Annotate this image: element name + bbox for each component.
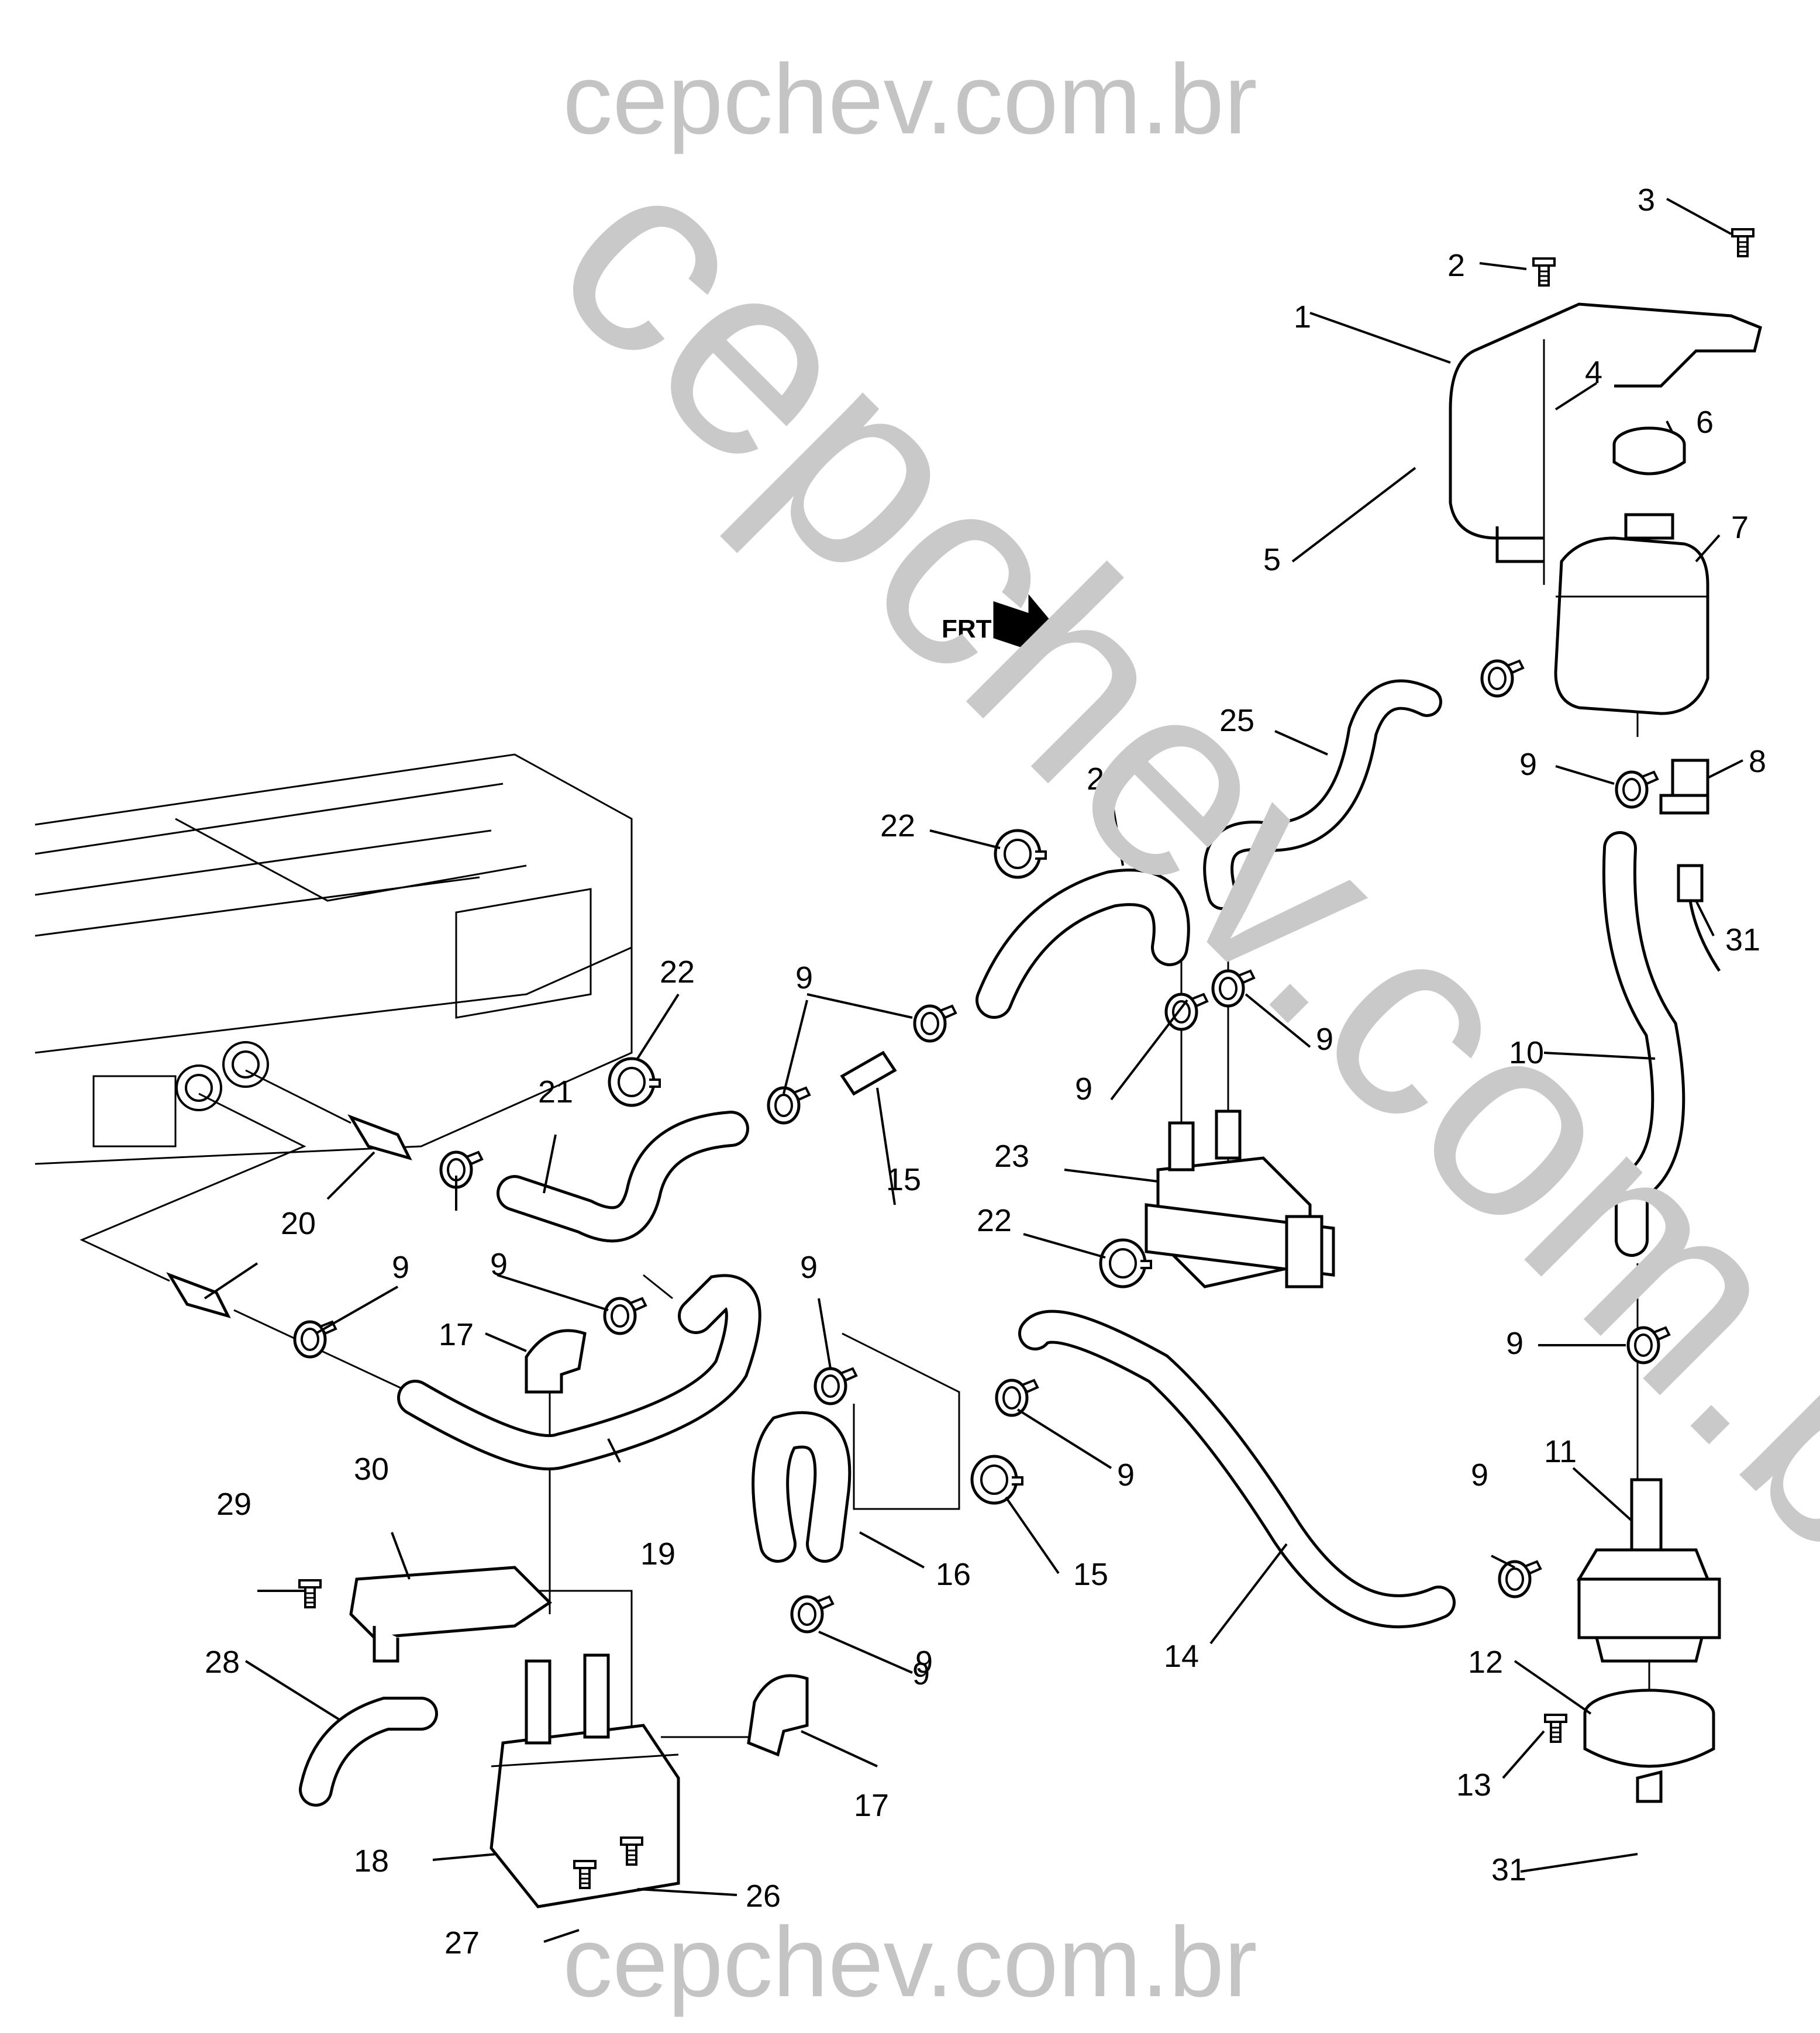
callout-11: 11	[1544, 1434, 1577, 1469]
callout-15-a: 15	[886, 1162, 921, 1197]
callout-15-b: 15	[1073, 1557, 1108, 1592]
callout-28: 28	[205, 1645, 240, 1680]
elbow-17-lower	[747, 1674, 809, 1757]
callout-23: 23	[994, 1139, 1029, 1174]
callout-9-c: 9	[1316, 1022, 1333, 1057]
quick-connector-20-lower	[166, 1272, 231, 1318]
callout-9-a: 9	[1519, 747, 1537, 782]
reservoir-bracket	[1449, 302, 1762, 563]
callout-20: 20	[281, 1206, 316, 1241]
callout-24: 24	[1087, 761, 1122, 797]
callout-16: 16	[936, 1557, 971, 1592]
callout-9-i: 9	[915, 1645, 933, 1680]
callout-31-a: 31	[1725, 922, 1760, 957]
callout-22-b: 22	[660, 955, 695, 990]
callout-17-b: 17	[854, 1788, 889, 1823]
callout-9-l: 9	[912, 1656, 930, 1691]
callout-22-c: 22	[977, 1203, 1012, 1238]
callout-14: 14	[1164, 1639, 1199, 1674]
callout-25: 25	[1219, 703, 1254, 738]
reservoir-cap	[1612, 426, 1686, 475]
quick-connector-15	[840, 1050, 897, 1096]
front-label: FRT	[942, 615, 992, 643]
callout-3: 3	[1638, 182, 1655, 218]
callout-29: 29	[216, 1487, 251, 1522]
callout-9-d: 9	[1075, 1071, 1092, 1107]
watermark-top: cepchev.com.br	[563, 44, 1257, 155]
sensor-8	[1659, 759, 1709, 815]
callout-9-k: 9	[1506, 1326, 1523, 1361]
callout-19: 19	[640, 1536, 675, 1572]
callout-9-j: 9	[1471, 1457, 1488, 1493]
coolant-pump	[1576, 1478, 1721, 1663]
callout-31-b: 31	[1491, 1852, 1526, 1887]
coolant-valve	[1145, 1109, 1335, 1288]
callout-6: 6	[1696, 405, 1714, 440]
pump-insulator	[1583, 1689, 1715, 1768]
callout-26: 26	[746, 1879, 781, 1914]
callout-9-e: 9	[392, 1250, 409, 1285]
callout-9-g: 9	[800, 1250, 818, 1285]
sensor-31-upper	[1677, 864, 1721, 972]
callout-9-h: 9	[1117, 1457, 1135, 1493]
sensor-31-lower	[1636, 1770, 1663, 1803]
watermark-bottom: cepchev.com.br	[563, 1907, 1257, 2018]
callout-18: 18	[354, 1844, 389, 1879]
callout-9-b: 9	[795, 960, 813, 995]
quick-connector-20-upper	[347, 1114, 412, 1160]
callout-leaders	[204, 198, 1743, 1943]
elbow-17-upper	[525, 1329, 587, 1394]
callout-12: 12	[1468, 1645, 1503, 1680]
callout-17-a: 17	[439, 1317, 474, 1352]
callout-8: 8	[1749, 744, 1766, 779]
callout-7: 7	[1731, 510, 1749, 545]
callout-22-a: 22	[880, 808, 915, 843]
callout-30: 30	[354, 1452, 389, 1487]
battery-tray	[35, 753, 633, 1165]
callout-2: 2	[1447, 248, 1465, 283]
coolant-reservoir	[1554, 513, 1709, 715]
callout-9-f: 9	[490, 1247, 508, 1282]
callout-21: 21	[538, 1074, 573, 1109]
arrow-right-icon	[993, 594, 1060, 670]
front-orientation-arrow: FRT	[942, 594, 1060, 670]
callout-4: 4	[1585, 355, 1602, 390]
heater-bracket	[349, 1566, 552, 1663]
callout-13: 13	[1456, 1767, 1491, 1803]
callout-1: 1	[1294, 299, 1311, 335]
callout-10: 10	[1509, 1035, 1544, 1070]
callout-labels: 1 2 3 4 5 6 7 8 9 31 25 24 22 22 9 9 9 1…	[205, 182, 1766, 1960]
callout-27: 27	[444, 1925, 480, 1960]
callout-5: 5	[1263, 542, 1281, 577]
